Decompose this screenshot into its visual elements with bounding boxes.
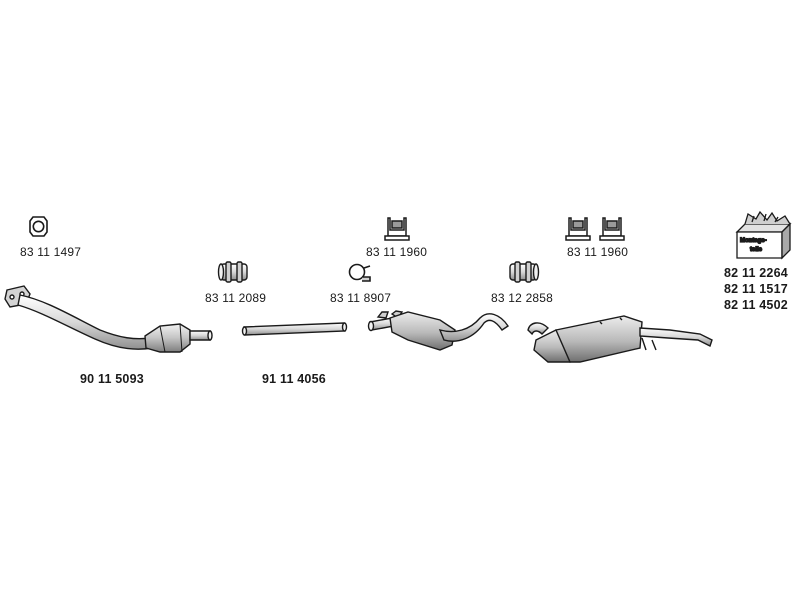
ring-clamp-icon: [348, 263, 371, 282]
part-number-ring-clamp: 83 11 8907: [330, 291, 392, 305]
mounting-kit-box-icon: Montage- teile: [735, 210, 792, 260]
part-number-front-silencer-clamp: 83 12 2858: [491, 291, 554, 305]
part-number-hanger-rear: 83 11 1960: [567, 245, 629, 259]
part-number-catalytic-converter: 90 11 5093: [80, 372, 144, 386]
part-number-clamp: 83 11 2089: [205, 291, 267, 305]
kit-box-line2: teile: [750, 247, 763, 253]
part-number-mounting-kit-1: 82 11 2264: [724, 266, 788, 280]
pipe-clamp-icon: [509, 261, 540, 283]
part-number-hanger-center: 83 11 1960: [366, 245, 428, 259]
rubber-hanger-icon: [565, 217, 591, 241]
gasket-icon: [29, 216, 48, 237]
rear-silencer: [527, 315, 713, 363]
part-number-gasket: 83 11 1497: [20, 245, 82, 259]
rubber-hanger-icon: [384, 217, 410, 241]
intermediate-pipe: [241, 322, 348, 336]
kit-box-line1: Montage-: [740, 238, 767, 244]
part-number-intermediate-pipe: 91 11 4056: [262, 372, 326, 386]
catalytic-converter-assembly: [4, 285, 213, 353]
part-number-mounting-kit-3: 82 11 4502: [724, 298, 788, 312]
pipe-clamp-icon: [217, 261, 248, 283]
part-number-mounting-kit-2: 82 11 1517: [724, 282, 788, 296]
rubber-hanger-icon: [599, 217, 625, 241]
front-silencer: [367, 310, 509, 351]
